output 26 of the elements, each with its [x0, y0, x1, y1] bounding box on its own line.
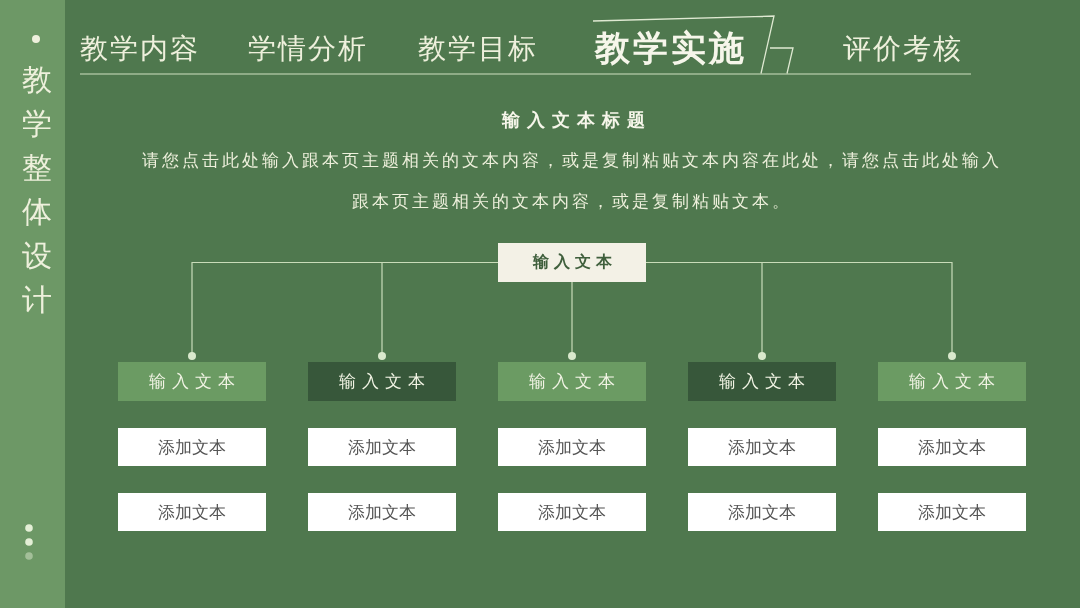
text-card: 添加文本	[308, 493, 456, 531]
nav-label: 教学目标	[418, 31, 539, 67]
branch-node: 输入文本	[118, 362, 266, 401]
body-paragraph: 请您点击此处输入跟本页主题相关的文本内容，或是复制粘贴文本内容在此处，请您点击此处输入跟本页主题相关的文本内容，或是复制粘贴文本。	[141, 149, 1003, 213]
text-card: 添加文本	[688, 428, 836, 466]
branch-node: 输入文本	[878, 362, 1026, 401]
text-card: 添加文本	[878, 493, 1026, 531]
branch-node: 输入文本	[308, 362, 456, 401]
branch-node: 输入文本	[688, 362, 836, 401]
text-card: 添加文本	[118, 428, 266, 466]
text-card: 添加文本	[498, 428, 646, 466]
content-title: 输入文本标题	[500, 108, 653, 132]
connector-line	[378, 261, 499, 360]
text-card: 添加文本	[498, 493, 646, 531]
text-card: 添加文本	[118, 493, 266, 531]
sidebar-title: 教学整体设计	[22, 61, 52, 319]
text-card: 添加文本	[308, 428, 456, 466]
branch-node: 输入文本	[498, 362, 646, 401]
text-card: 添加文本	[878, 428, 1026, 466]
root-node: 输入文本	[498, 243, 646, 282]
nav-label-active: 教学实施	[595, 30, 747, 66]
nav-label: 教学内容	[80, 31, 201, 67]
nav-label: 学情分析	[248, 31, 369, 67]
text-card: 添加文本	[688, 493, 836, 531]
nav-label: 评价考核	[843, 31, 964, 67]
connector-line	[568, 281, 576, 360]
